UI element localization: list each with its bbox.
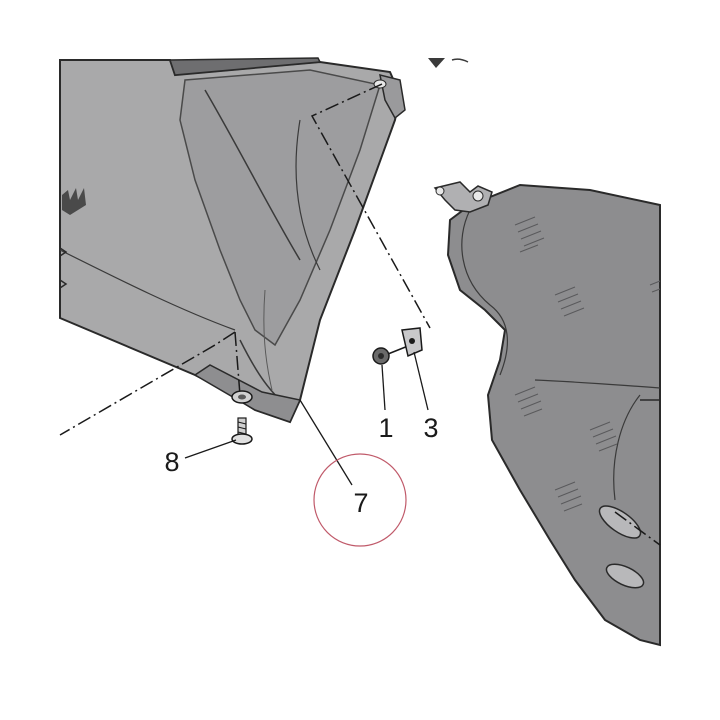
- callout-part-1: 1: [378, 413, 393, 443]
- leader-line-3: [413, 351, 429, 411]
- bolt-part-8: [231, 390, 253, 445]
- cutoff-symbol-top: [428, 58, 469, 68]
- assembly-lines: [59, 83, 661, 546]
- assembly-line-3: [310, 83, 431, 329]
- left-fairing-panel: [59, 57, 406, 424]
- leader-line-8: [184, 439, 237, 459]
- assembly-line-left: [59, 331, 236, 436]
- assembly-line-8: [234, 331, 241, 396]
- assembly-line-right: [614, 511, 661, 546]
- leader-line-1: [381, 364, 386, 411]
- right-fairing-panel: [433, 181, 661, 647]
- leader-line-7: [299, 399, 353, 486]
- clip-nut-part-3: [401, 327, 423, 358]
- nut-part-1: [372, 345, 409, 365]
- callout-part-8: 8: [164, 447, 179, 477]
- callout-part-7: 7: [353, 488, 368, 518]
- leader-lines: [184, 351, 429, 486]
- callout-part-3: 3: [423, 413, 438, 443]
- highlight-circle: [313, 453, 407, 547]
